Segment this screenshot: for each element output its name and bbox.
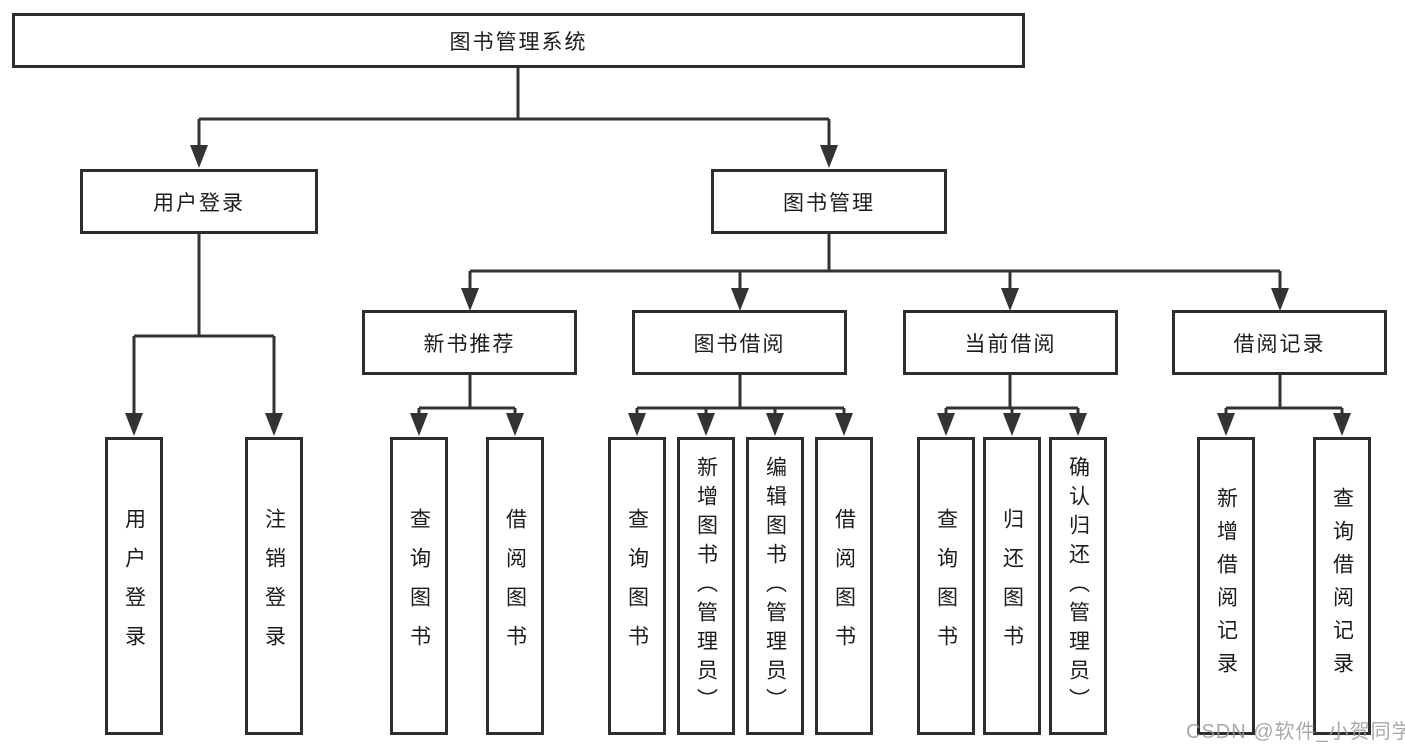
leaf-add-borrow-record: 新增借阅记录 — [1197, 437, 1255, 735]
leaf-query-books-recommend: 查询图书 — [390, 437, 448, 735]
leaf-user-login: 用户登录 — [105, 437, 163, 735]
leaf-borrow-books-borrowing: 借阅图书 — [815, 437, 873, 735]
leaf-user-login-label: 用户登录 — [122, 508, 146, 664]
node-book-borrowing-label: 图书借阅 — [693, 332, 786, 356]
node-library-system-label: 图书管理系统 — [449, 30, 588, 54]
leaf-return-books-label: 归还图书 — [1000, 508, 1024, 664]
leaf-query-books-current-label: 查询图书 — [934, 508, 958, 664]
leaf-query-borrow-record-label: 查询借阅记录 — [1330, 487, 1354, 685]
leaf-logout-label: 注销登录 — [262, 508, 286, 664]
leaf-edit-book-admin: 编辑图书（管理员） — [746, 437, 804, 735]
leaf-borrow-books-borrowing-label: 借阅图书 — [832, 508, 856, 664]
leaf-query-books-borrowing-label: 查询图书 — [625, 508, 649, 664]
leaf-add-book-admin: 新增图书（管理员） — [677, 437, 735, 735]
leaf-add-book-admin-label: 新增图书（管理员） — [694, 455, 718, 717]
node-user-login-label: 用户登录 — [153, 191, 245, 215]
node-borrowing-records-label: 借阅记录 — [1233, 332, 1326, 356]
node-current-borrowing-label: 当前借阅 — [964, 332, 1057, 356]
leaf-query-books-current: 查询图书 — [917, 437, 975, 735]
leaf-query-borrow-record: 查询借阅记录 — [1313, 437, 1371, 735]
leaf-logout: 注销登录 — [245, 437, 303, 735]
node-library-system: 图书管理系统 — [12, 13, 1025, 68]
leaf-confirm-return-admin-label: 确认归还（管理员） — [1066, 455, 1090, 717]
leaf-borrow-books-recommend: 借阅图书 — [486, 437, 544, 735]
node-book-borrowing: 图书借阅 — [632, 310, 847, 375]
leaf-return-books: 归还图书 — [983, 437, 1041, 735]
leaf-query-books-borrowing: 查询图书 — [608, 437, 666, 735]
node-book-management: 图书管理 — [711, 169, 947, 234]
node-book-management-label: 图书管理 — [783, 191, 875, 215]
leaf-add-borrow-record-label: 新增借阅记录 — [1214, 487, 1238, 685]
node-new-book-recommendation: 新书推荐 — [362, 310, 577, 375]
leaf-edit-book-admin-label: 编辑图书（管理员） — [763, 455, 787, 717]
leaf-confirm-return-admin: 确认归还（管理员） — [1049, 437, 1107, 735]
leaf-borrow-books-recommend-label: 借阅图书 — [503, 508, 527, 664]
node-user-login: 用户登录 — [80, 169, 318, 234]
watermark: CSDN @软件_小贺同学 — [1186, 721, 1405, 743]
node-new-book-recommendation-label: 新书推荐 — [423, 332, 516, 356]
node-current-borrowing: 当前借阅 — [903, 310, 1118, 375]
leaf-query-books-recommend-label: 查询图书 — [407, 508, 431, 664]
node-borrowing-records: 借阅记录 — [1172, 310, 1387, 375]
